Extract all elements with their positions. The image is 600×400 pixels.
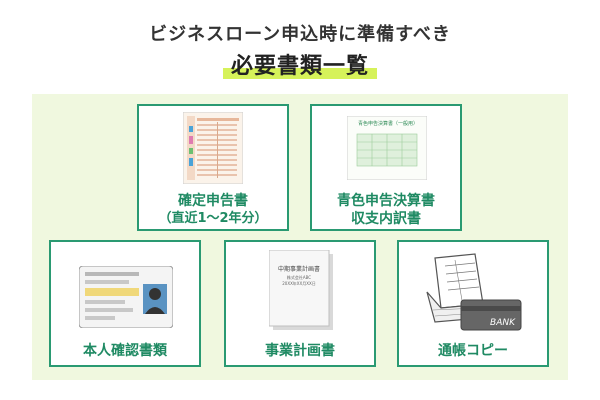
- card-business-plan: 中期事業計画書 株式会社ABC 20XX年XX月XX日 事業計画書: [224, 240, 376, 367]
- blue-return-statement-icon: [347, 116, 427, 180]
- card-blue-return: 青色申告決算書（一般用） 青色申告決算書 収支内訳書: [310, 104, 462, 231]
- business-plan-doc-icon: [269, 250, 333, 330]
- tax-return-form-icon: [183, 112, 243, 184]
- card-sublabel: （直近1〜2年分）: [158, 211, 268, 226]
- id-card-icon: [79, 266, 173, 328]
- header: ビジネスローン申込時に準備すべき 必要書類一覧: [0, 0, 600, 90]
- title-wrap: 必要書類一覧: [0, 48, 600, 80]
- card-label: 通帳コピー: [438, 343, 508, 359]
- bank-card-text: BANK: [490, 318, 515, 328]
- card-label: 事業計画書: [265, 343, 335, 359]
- page-title-text: 必要書類一覧: [230, 54, 369, 79]
- card-id-documents: 本人確認書類: [49, 240, 201, 367]
- card-bankbook-copy: BANK 通帳コピー: [397, 240, 549, 367]
- card-label: 青色申告決算書: [337, 193, 435, 209]
- doc-date-text: 20XX年XX月XX日: [282, 281, 316, 286]
- bankbook-and-card-icon: [426, 253, 522, 331]
- doc-company-text: 株式会社ABC: [286, 275, 312, 280]
- card-sublabel: 収支内訳書: [351, 211, 421, 227]
- card-label: 本人確認書類: [83, 343, 167, 359]
- card-label: 確定申告書: [178, 193, 248, 209]
- doc-title-text: 中期事業計画書: [277, 266, 320, 273]
- page-title: 必要書類一覧: [222, 48, 377, 80]
- doc-header-text: 青色申告決算書（一般用）: [357, 121, 418, 127]
- header-subtitle: ビジネスローン申込時に準備すべき: [149, 24, 451, 45]
- card-tax-return: 確定申告書 （直近1〜2年分）: [137, 104, 289, 231]
